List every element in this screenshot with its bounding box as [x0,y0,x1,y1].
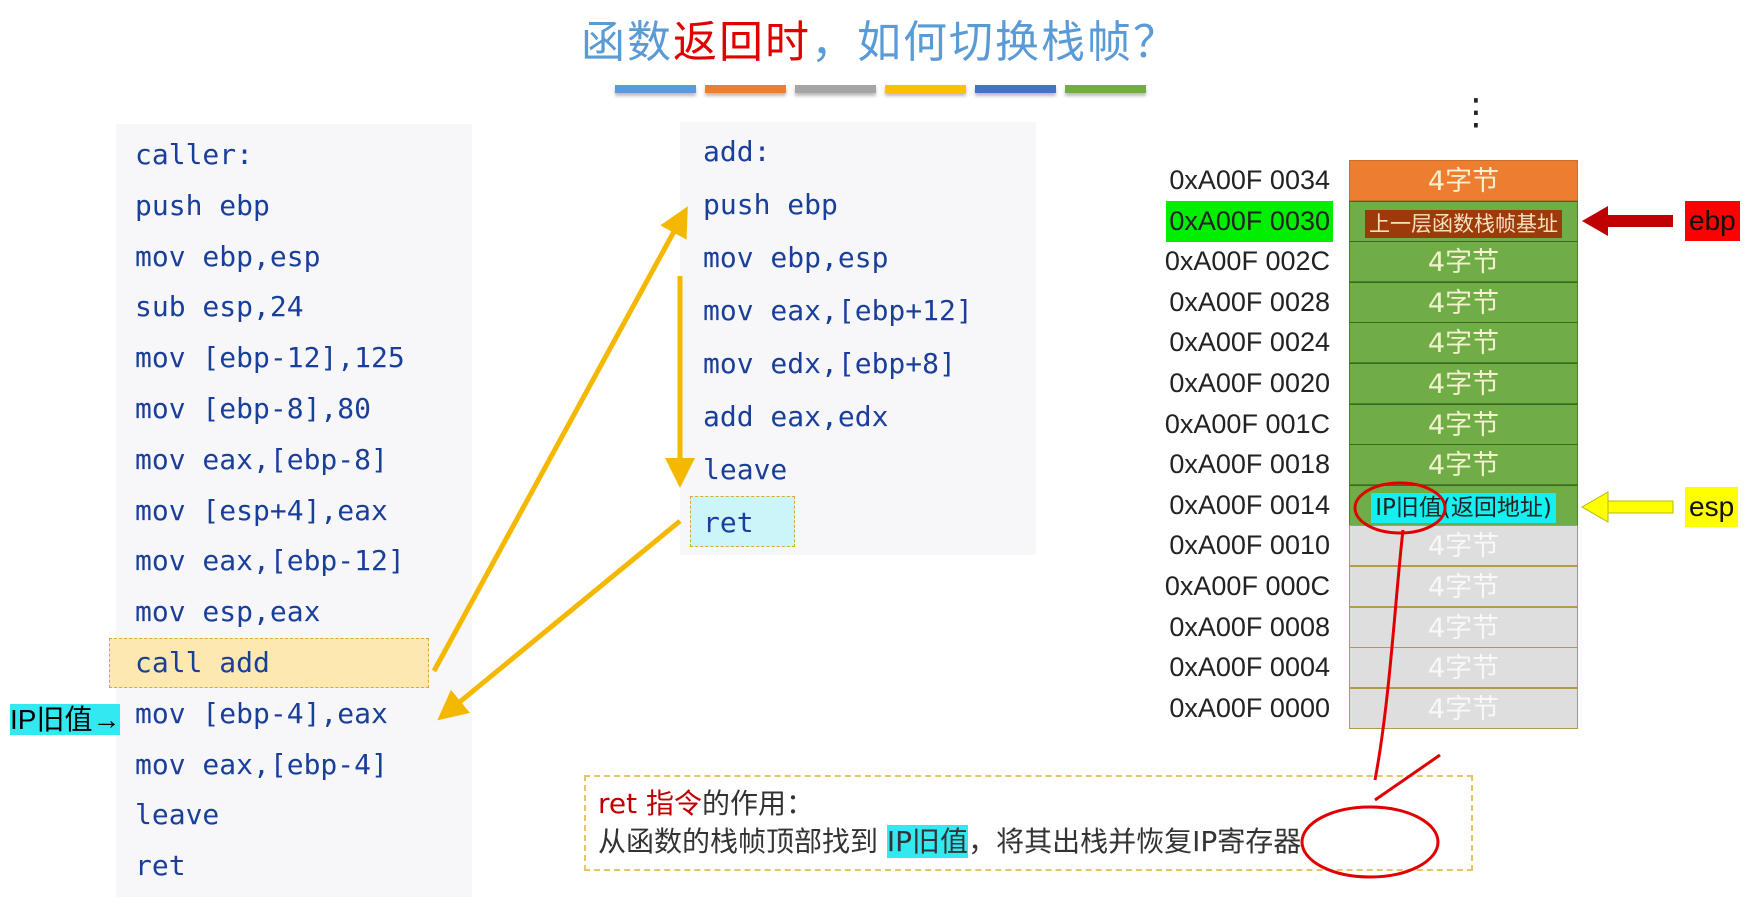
note-keyword: ret 指令 [598,787,703,820]
note-text: ，将其出栈并恢复IP寄存器 [968,825,1302,858]
stack-address: 0xA00F 0014 [1169,489,1330,520]
stack-address: 0xA00F 0034 [1169,165,1330,195]
ebp-arrow [1582,206,1673,236]
stack-cell: 4字节 [1349,241,1578,283]
code-line: ret [703,506,754,539]
esp-arrow [1580,491,1674,523]
stack-cell: IP旧值(返回地址) [1349,484,1578,526]
code-line: mov [ebp-8],80 [135,392,372,425]
callee-code-panel [680,122,1036,555]
stack-address: 0xA00F 0004 [1169,652,1330,683]
code-line: mov ebp,esp [703,241,889,274]
ip-old-label: IP旧值→ [10,704,121,735]
code-line: mov edx,[ebp+8] [703,347,956,380]
stack-cell: 4字节 [1349,403,1578,445]
esp-label: esp [1685,487,1739,527]
title-part: ，如何切换栈帧？ [811,17,1179,68]
ellipsis: ⋮ [1458,92,1494,133]
stack-cell-label: 4字节 [1427,247,1500,279]
code-line: mov ebp,esp [135,239,321,273]
stack-cell-label: 4字节 [1427,369,1500,400]
stack-address: 0xA00F 0008 [1169,611,1330,642]
stack-cell-label: IP旧值(返回地址) [1371,492,1556,523]
caller-code-panel [116,124,472,897]
color-bar [615,85,696,93]
code-line: call add [135,646,270,679]
ip-old-marker: IP旧值→ [6,698,124,738]
stack-cell-label: 4字节 [1427,612,1500,644]
return-arrow [437,519,682,721]
code-line: mov [ebp-4],eax [135,696,388,730]
stack-cell-label: 4字节 [1427,166,1500,197]
code-line: mov eax,[ebp-4] [135,747,388,781]
stack-cell-label: 4字节 [1427,572,1500,603]
code-line: mov eax,[ebp+12] [703,294,973,327]
stack-address: 0xA00F 0018 [1169,449,1330,480]
stack-cell: 4字节 [1349,444,1578,486]
code-line: mov eax,[ebp-12] [135,544,405,578]
stack-cell-label: 4字节 [1427,409,1500,441]
stack-address: 0xA00F 0020 [1169,368,1330,398]
code-line: sub esp,24 [135,290,304,324]
color-bar [705,85,786,93]
stack-cell-label: 4字节 [1427,693,1500,725]
hand-annotation [1300,481,1447,879]
stack-cell: 4字节 [1349,363,1578,404]
stack-cell: 上一层函数栈帧基址 [1349,200,1578,242]
stack-address: 0xA00F 0000 [1169,692,1330,723]
code-line: mov esp,eax [135,595,321,629]
stack-cell: 4字节 [1349,606,1578,648]
stack-address: 0xA00F 000C [1164,571,1330,601]
call-jump-arrow [431,206,688,673]
note-highlight: IP旧值 [886,825,969,858]
code-line: leave [135,798,220,832]
stack-cell: 4字节 [1349,281,1578,323]
code-line: caller: [135,138,254,171]
code-line: mov [esp+4],eax [135,493,388,527]
call-highlight [109,638,429,688]
stack-address: 0xA00F 0030 [1166,200,1333,242]
stack-cell-label: 4字节 [1427,450,1500,482]
code-line: add eax,edx [703,400,889,433]
stack-cell-label: 4字节 [1427,531,1500,563]
ebp-label: ebp [1685,201,1740,241]
note-text: 从函数的栈帧顶部找到 [598,825,887,858]
note-text: 的作用： [702,787,815,820]
color-bar [795,85,876,93]
code-line: push ebp [703,188,838,221]
color-bar [885,85,966,93]
ret-note: ret 指令的作用： 从函数的栈帧顶部找到 IP旧值，将其出栈并恢复IP寄存器 [584,775,1473,871]
stack-address: 0xA00F 0024 [1169,327,1330,358]
stack-cell: 4字节 [1349,160,1578,201]
code-line: leave [703,453,788,486]
code-line: mov [ebp-12],125 [135,341,405,375]
code-line: add: [703,135,771,168]
stack-cell-label: 4字节 [1427,287,1500,319]
color-bar [1065,85,1146,93]
stack-cell-label: 上一层函数栈帧基址 [1365,209,1562,238]
code-line: ret [135,849,186,883]
code-line: mov eax,[ebp-8] [135,442,388,476]
ret-highlight [690,496,795,547]
stack-address: 0xA00F 001C [1164,408,1330,439]
code-line: push ebp [135,188,270,222]
stack-address: 0xA00F 0010 [1169,530,1330,561]
stack-cell-label: 4字节 [1427,328,1500,360]
stack-cell: 4字节 [1349,566,1578,607]
title-highlight: 返回时 [673,17,811,68]
stack-cell: 4字节 [1349,322,1578,364]
title-part: 函数 [581,17,673,68]
stack-address: 0xA00F 0028 [1169,286,1330,317]
slide-title: 函数返回时，如何切换栈帧？ [0,6,1760,70]
color-bar [975,85,1056,93]
stack-cell-label: 4字节 [1427,653,1500,685]
stack-address: 0xA00F 002C [1164,246,1330,277]
